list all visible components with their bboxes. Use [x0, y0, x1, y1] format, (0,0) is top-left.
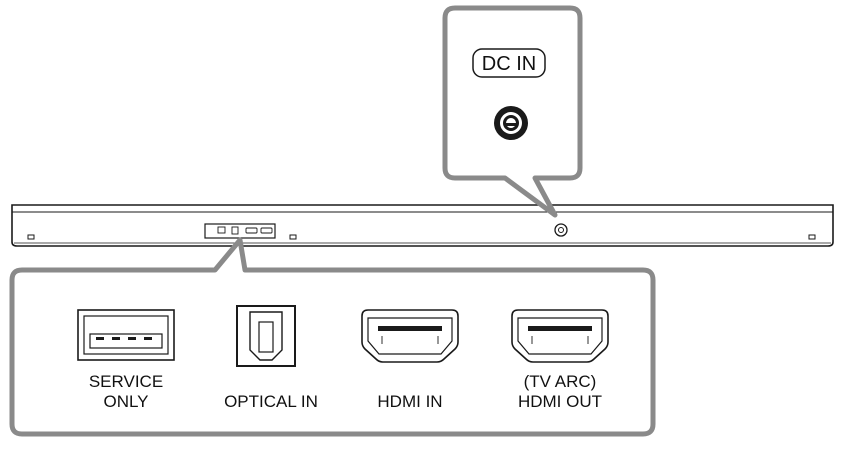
port-recess: [205, 224, 275, 238]
optical-port-icon: [237, 306, 295, 366]
hdmi-in-label: HDMI IN: [377, 392, 442, 411]
dc-in-callout: DC IN: [445, 8, 580, 215]
optical-label: OPTICAL IN: [224, 392, 318, 411]
usb-label-line1: SERVICE: [89, 372, 163, 391]
soundbar-body: [12, 205, 833, 246]
hdmi-in-port-icon: [362, 310, 458, 362]
usb-label-line2: ONLY: [103, 392, 148, 411]
dc-jack-small: [555, 224, 567, 236]
usb-port-icon: [78, 310, 174, 360]
dc-in-label: DC IN: [482, 53, 536, 75]
hdmi-out-label-line1: (TV ARC): [524, 372, 597, 391]
hdmi-out-port-icon: [512, 310, 608, 362]
hdmi-out-label-line2: HDMI OUT: [518, 392, 602, 411]
ports-callout: SERVICE ONLY OPTICAL IN HDMI IN (TV ARC)…: [12, 240, 653, 434]
dc-in-jack-icon: [494, 106, 528, 140]
